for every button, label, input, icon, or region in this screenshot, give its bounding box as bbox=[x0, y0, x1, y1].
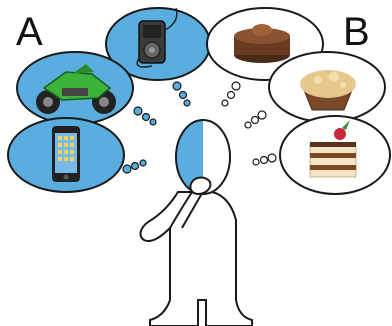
group-b bbox=[207, 8, 390, 194]
thought-bubble-smartphone bbox=[8, 118, 124, 192]
figure-body bbox=[141, 192, 252, 326]
figure-hand bbox=[190, 178, 210, 195]
smartphone-icon bbox=[52, 126, 80, 182]
thought-bubble-tiramisu bbox=[280, 116, 390, 194]
thought-bubble-motorcycle bbox=[17, 52, 133, 124]
thinking-figure bbox=[141, 120, 252, 326]
thought-bubble-muffin bbox=[269, 52, 385, 122]
